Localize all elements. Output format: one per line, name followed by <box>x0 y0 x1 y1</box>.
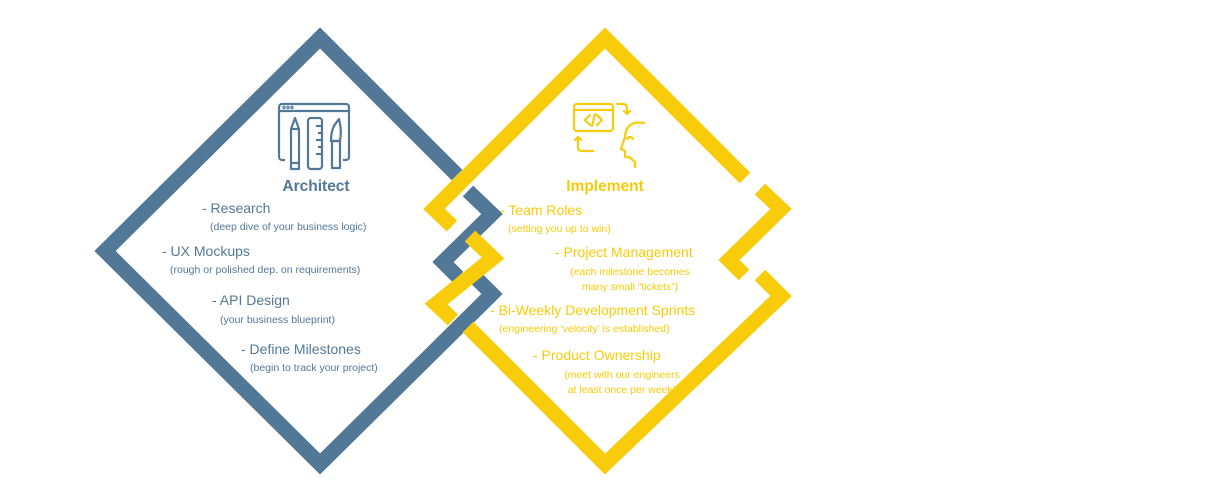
implement-diamond-top <box>423 27 751 232</box>
code-head-cycle-icon <box>572 102 646 169</box>
architect-item-api-design: - API Design <box>212 292 290 308</box>
implement-note-team-roles: (setting you up to win) <box>508 223 611 235</box>
architect-note-api-design: (your business blueprint) <box>220 314 335 326</box>
implement-title: Implement <box>566 178 644 195</box>
implement-diamond-link <box>424 230 505 326</box>
architect-item-define-milestones: - Define Milestones <box>241 341 361 357</box>
implement-item-team-roles: - Team Roles <box>500 202 583 218</box>
note-line: at least once per week) <box>567 384 677 396</box>
architect-note-ux-mockups: (rough or polished dep. on requirements) <box>170 264 361 276</box>
architect-diamond <box>94 27 503 475</box>
architect-diamond-main <box>94 27 503 475</box>
implement-item-sprints: - Bi-Weekly Development Sprints <box>490 302 696 318</box>
architect-note-research: (deep dive of your business logic) <box>210 221 367 233</box>
implement-note-product-ownership: (meet with our engineers at least once p… <box>564 368 680 398</box>
implement-diamond-bottom <box>462 269 792 475</box>
note-line: (meet with our engineers <box>564 369 680 381</box>
design-tools-icon <box>277 102 351 171</box>
note-line: (each milestone becomes <box>570 266 690 278</box>
implement-diamond-right-link <box>718 183 792 281</box>
note-line: many small “tickets”) <box>581 281 679 293</box>
implement-item-project-management: - Project Management <box>555 244 693 260</box>
architect-item-research: - Research <box>202 200 271 216</box>
implement-diamond <box>423 27 792 475</box>
implement-note-project-management: (each milestone becomes many small “tick… <box>570 265 690 295</box>
architect-diamond-link <box>432 185 503 283</box>
implement-item-product-ownership: - Product Ownership <box>533 347 661 363</box>
implement-note-sprints: (engineering ‘velocity’ is established) <box>499 323 670 335</box>
architect-item-ux-mockups: - UX Mockups <box>162 243 250 259</box>
architect-title: Architect <box>282 178 350 195</box>
architect-note-define-milestones: (begin to track your project) <box>250 362 378 374</box>
